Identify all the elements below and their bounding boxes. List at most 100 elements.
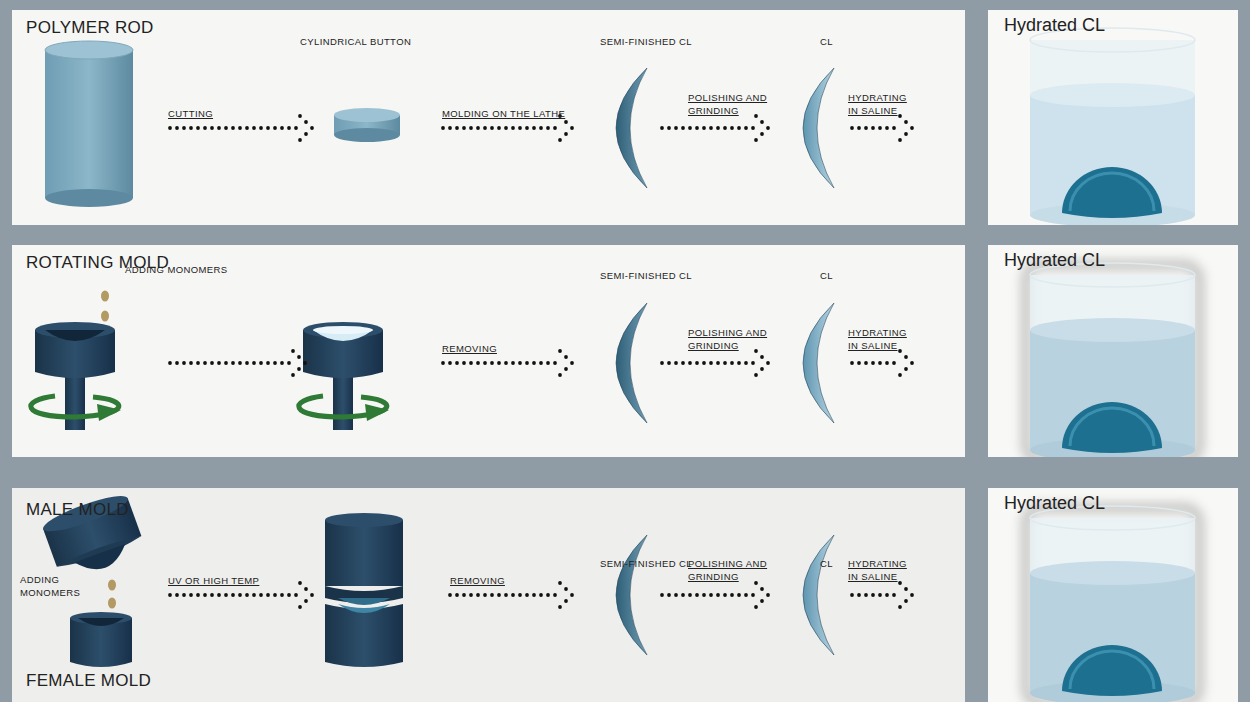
dotted-arrow: [210, 126, 214, 130]
dotted-arrow: [203, 593, 207, 597]
dotted-arrow: [709, 361, 713, 365]
dotted-arrow: [168, 126, 172, 130]
dotted-arrow: [168, 593, 172, 597]
dotted-arrow: [553, 593, 557, 597]
dotted-arrow: [754, 373, 758, 377]
dotted-arrow: [532, 361, 536, 365]
stage-label: CL: [820, 270, 833, 281]
dotted-arrow: [754, 605, 758, 609]
dotted-arrow: [280, 361, 284, 365]
dotted-arrow: [196, 593, 200, 597]
dotted-arrow: [490, 126, 494, 130]
dotted-arrow: [864, 126, 868, 130]
dotted-arrow: [504, 126, 508, 130]
dotted-arrow: [760, 587, 764, 591]
dotted-arrow: [564, 599, 568, 603]
dotted-arrow: [298, 114, 302, 118]
dotted-arrow: [850, 126, 854, 130]
dotted-arrow: [564, 355, 568, 359]
dotted-arrow: [182, 593, 186, 597]
dotted-arrow: [716, 593, 720, 597]
dotted-arrow: [462, 361, 466, 365]
dotted-arrow: [564, 120, 568, 124]
process-panel: ROTATING MOLDADDING MONOMERSSEMI-FINISHE…: [12, 245, 965, 457]
dotted-arrow: [674, 126, 678, 130]
dotted-arrow: [297, 355, 301, 359]
stage-label: CL: [820, 558, 833, 569]
dotted-arrow: [723, 126, 727, 130]
dotted-arrow: [462, 126, 466, 130]
dotted-arrow: [892, 126, 896, 130]
dotted-arrow: [892, 361, 896, 365]
dotted-arrow: [304, 587, 308, 591]
dotted-arrow: [558, 138, 562, 142]
dotted-arrow: [189, 593, 193, 597]
dotted-arrow: [525, 361, 529, 365]
dotted-arrow: [898, 605, 902, 609]
dotted-arrow: [291, 373, 295, 377]
dotted-arrow: [175, 593, 179, 597]
dotted-arrow: [857, 361, 861, 365]
illustration: [988, 488, 1238, 702]
dotted-arrow: [885, 126, 889, 130]
dotted-arrow: [497, 593, 501, 597]
dotted-arrow: [273, 361, 277, 365]
dotted-arrow: [910, 126, 914, 130]
lens: [803, 535, 834, 655]
step-label: HYDRATING IN SALINE: [848, 327, 910, 353]
dotted-arrow: [469, 593, 473, 597]
dotted-arrow: [558, 349, 562, 353]
dotted-arrow: [238, 361, 242, 365]
dotted-arrow: [294, 126, 298, 130]
dotted-arrow: [304, 599, 308, 603]
dotted-arrow: [259, 361, 263, 365]
dotted-arrow: [532, 126, 536, 130]
result-panel: Hydrated CL: [988, 10, 1238, 225]
dotted-arrow: [525, 126, 529, 130]
dotted-arrow: [898, 581, 902, 585]
dotted-arrow: [266, 593, 270, 597]
panel-title: Hydrated CL: [1004, 15, 1105, 36]
dotted-arrow: [667, 126, 671, 130]
dotted-arrow: [702, 361, 706, 365]
dotted-arrow: [723, 593, 727, 597]
lens: [616, 535, 647, 655]
dotted-arrow: [252, 361, 256, 365]
dotted-arrow: [667, 593, 671, 597]
dotted-arrow: [904, 132, 908, 136]
dotted-arrow: [287, 593, 291, 597]
dotted-arrow: [564, 367, 568, 371]
dotted-arrow: [189, 126, 193, 130]
dotted-arrow: [910, 361, 914, 365]
dotted-arrow: [898, 114, 902, 118]
dotted-arrow: [892, 593, 896, 597]
dotted-arrow: [751, 361, 755, 365]
dotted-arrow: [448, 593, 452, 597]
dotted-arrow: [681, 361, 685, 365]
dotted-arrow: [871, 126, 875, 130]
dotted-arrow: [252, 593, 256, 597]
dotted-arrow: [695, 361, 699, 365]
dotted-arrow: [681, 126, 685, 130]
dotted-arrow: [674, 593, 678, 597]
dotted-arrow: [754, 138, 758, 142]
dotted-arrow: [455, 361, 459, 365]
dotted-arrow: [203, 361, 207, 365]
step-label: MOLDING ON THE LATHE: [442, 108, 565, 121]
dotted-arrow: [497, 126, 501, 130]
dotted-arrow: [245, 126, 249, 130]
dotted-arrow: [266, 126, 270, 130]
dotted-arrow: [681, 593, 685, 597]
dotted-arrow: [476, 126, 480, 130]
dotted-arrow: [760, 120, 764, 124]
dotted-arrow: [546, 361, 550, 365]
dotted-arrow: [695, 126, 699, 130]
dotted-arrow: [469, 126, 473, 130]
dotted-arrow: [455, 593, 459, 597]
dotted-arrow: [730, 593, 734, 597]
panel-title: Hydrated CL: [1004, 250, 1105, 271]
dotted-arrow: [558, 581, 562, 585]
dotted-arrow: [570, 593, 574, 597]
dotted-arrow: [660, 126, 664, 130]
dotted-arrow: [310, 126, 314, 130]
